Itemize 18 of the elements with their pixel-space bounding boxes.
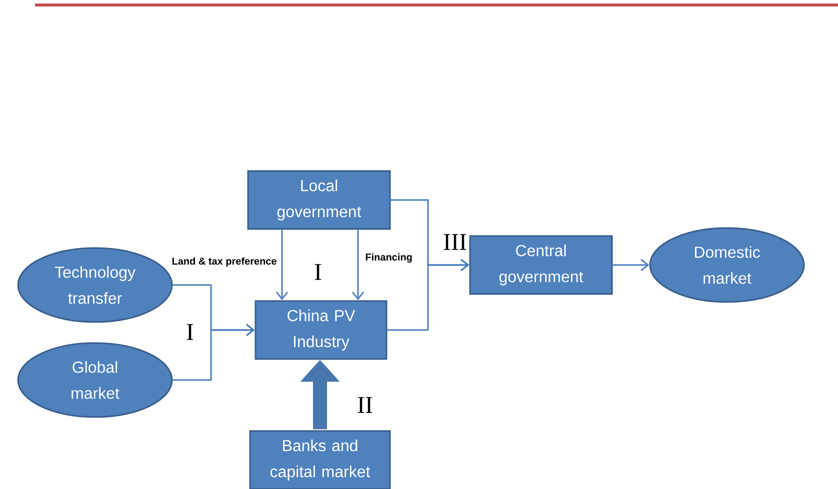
edge-label: Financing — [366, 253, 412, 263]
arrow — [276, 230, 288, 300]
oval-node: Global market — [17, 342, 173, 418]
roman-numeral: I — [314, 264, 322, 280]
roman-numeral: II — [358, 397, 372, 413]
arrow — [612, 258, 650, 272]
arrow — [172, 324, 255, 381]
oval-node: Domestic market — [649, 227, 805, 303]
arrow — [387, 258, 470, 331]
process-box: Local government — [247, 170, 391, 230]
process-box: Central government — [469, 235, 613, 295]
edge-label: Land & tax preference — [172, 257, 276, 267]
roman-numeral: III — [444, 234, 466, 250]
roman-numeral: I — [186, 324, 194, 340]
process-box: Banks and capital market — [249, 430, 391, 489]
arrow — [352, 230, 364, 300]
process-box: China PV Industry — [254, 300, 388, 360]
oval-node: Technology transfer — [17, 247, 173, 323]
